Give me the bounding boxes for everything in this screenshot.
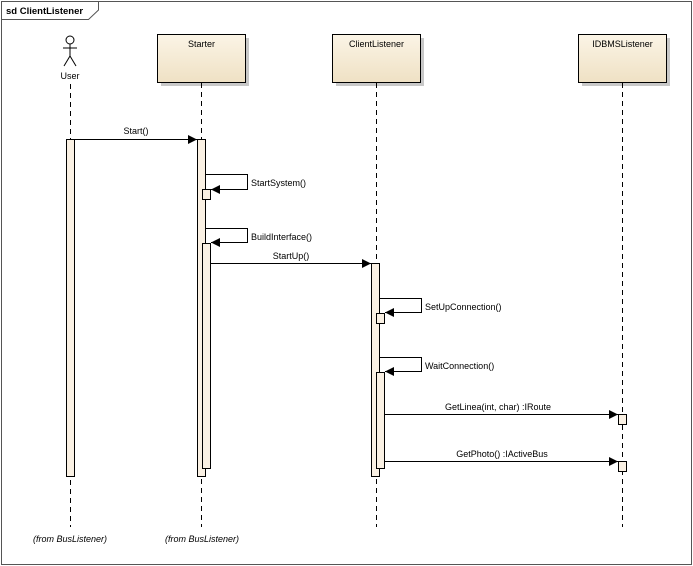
actor-label: User xyxy=(60,71,79,81)
note-from-buslistener-starter: (from BusListener) xyxy=(165,534,239,544)
lifeline-box xyxy=(578,34,667,83)
message-arrow-waitconnection xyxy=(380,357,422,376)
message-label-getlinea: GetLinea(int, char) :IRoute xyxy=(445,402,551,412)
activation-bars xyxy=(66,139,627,477)
activation-user xyxy=(66,139,75,477)
message-label-setupconnection: SetUpConnection() xyxy=(425,302,502,312)
lifeline-box xyxy=(332,34,421,83)
message-label-start: Start() xyxy=(123,126,148,136)
actor-user: User xyxy=(60,35,80,81)
lifeline-head-clientlistener: ClientListener xyxy=(332,34,424,86)
lifeline-head-starter: Starter xyxy=(157,34,249,86)
activation-getlinea xyxy=(618,414,627,425)
message-label-waitconnection: WaitConnection() xyxy=(425,361,494,371)
message-label-startsystem: StartSystem() xyxy=(251,178,306,188)
activation-waitconnection xyxy=(376,372,385,469)
lifeline-label-clientlistener: ClientListener xyxy=(349,39,404,49)
lifeline-label-idbmslistener: IDBMSListener xyxy=(592,39,653,49)
message-arrow-buildinterface xyxy=(206,228,248,247)
activation-getphoto xyxy=(618,461,627,472)
message-arrow-setupconnection xyxy=(380,298,422,317)
lifeline-label-starter: Starter xyxy=(188,39,215,49)
message-label-startup: StartUp() xyxy=(273,251,310,261)
lifeline-box xyxy=(157,34,246,83)
message-label-getphoto: GetPhoto() :IActiveBus xyxy=(456,449,548,459)
frame-title: sd ClientListener xyxy=(6,6,83,17)
activation-buildinterface xyxy=(202,243,211,469)
message-label-buildinterface: BuildInterface() xyxy=(251,232,312,242)
lifeline-head-idbmslistener: IDBMSListener xyxy=(578,34,670,86)
activation-setupconnection xyxy=(376,313,385,324)
message-labels: Start() StartSystem() BuildInterface() S… xyxy=(123,126,551,459)
frame-title-tab xyxy=(1,1,99,20)
note-from-buslistener-user: (from BusListener) xyxy=(33,534,107,544)
activation-startsystem xyxy=(202,189,211,200)
message-arrow-startsystem xyxy=(206,174,248,194)
stick-figure-actor-icon xyxy=(63,35,77,67)
activation-clientlistener xyxy=(371,263,380,477)
